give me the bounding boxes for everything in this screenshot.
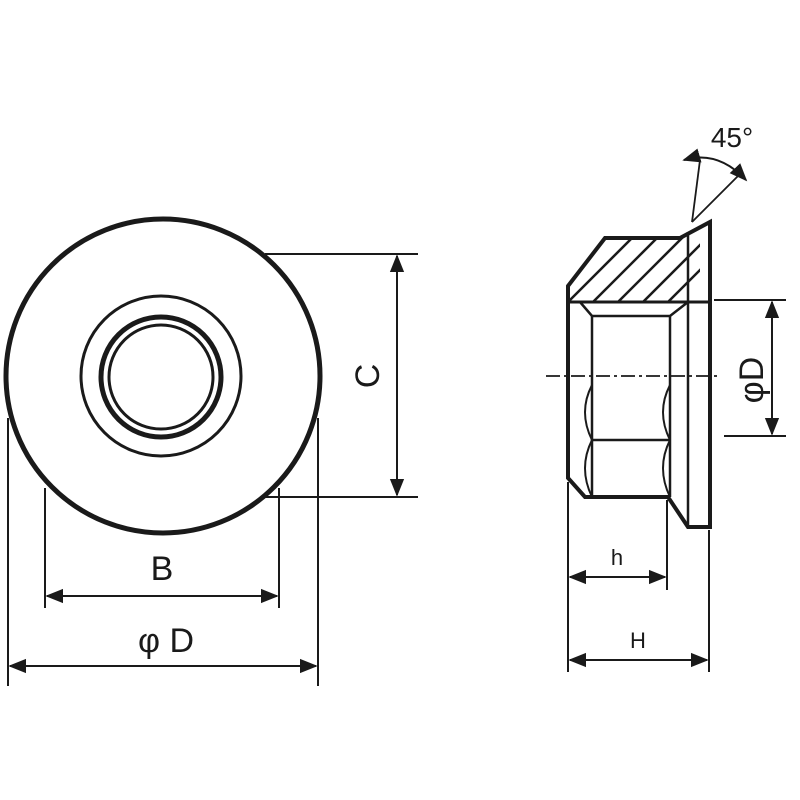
hex-face-curve-lower <box>584 439 593 498</box>
label-b: B <box>151 550 174 588</box>
hex-face-curve-right-upper <box>662 384 671 441</box>
angle-chamfer-line <box>691 171 743 223</box>
label-c: C <box>349 364 387 389</box>
thread-outer-circle <box>98 314 224 440</box>
side-view <box>546 148 786 672</box>
hex-face-curve-upper <box>584 384 593 441</box>
hex-face-curve-right-lower <box>662 439 671 498</box>
hex-chamfer-top <box>579 301 689 318</box>
label-angle: 45° <box>711 122 753 153</box>
thread-hatching <box>568 238 700 302</box>
label-big-h: H <box>630 628 646 653</box>
nut-outline <box>566 218 712 529</box>
angle-reference-line <box>691 159 701 223</box>
hex-face-circle <box>79 294 243 458</box>
bore-circle <box>107 323 215 431</box>
flange-outer-circle <box>3 216 323 536</box>
label-h: h <box>611 545 623 570</box>
label-side-diameter: φD <box>733 357 771 404</box>
front-view <box>3 216 418 686</box>
angle-arc <box>682 148 748 182</box>
label-front-diameter: φ D <box>138 622 194 660</box>
